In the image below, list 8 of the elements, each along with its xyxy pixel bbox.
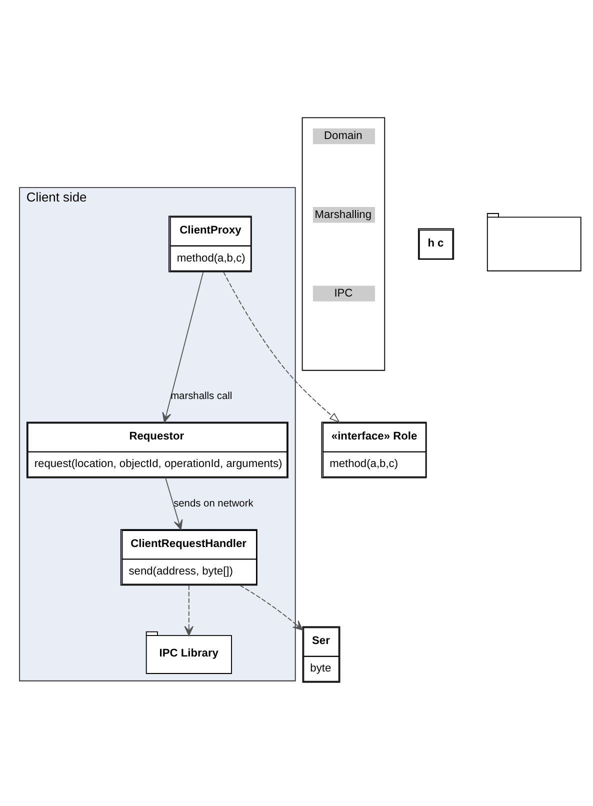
edge-label: marshalls call <box>170 390 232 402</box>
arrow <box>184 584 194 636</box>
node-box: Domain Marshalling IPC <box>302 117 386 371</box>
arrow <box>165 477 183 530</box>
arrow <box>223 271 340 423</box>
arrow <box>239 584 304 630</box>
arrow <box>162 272 204 423</box>
edge-label: sends on network <box>174 498 254 510</box>
